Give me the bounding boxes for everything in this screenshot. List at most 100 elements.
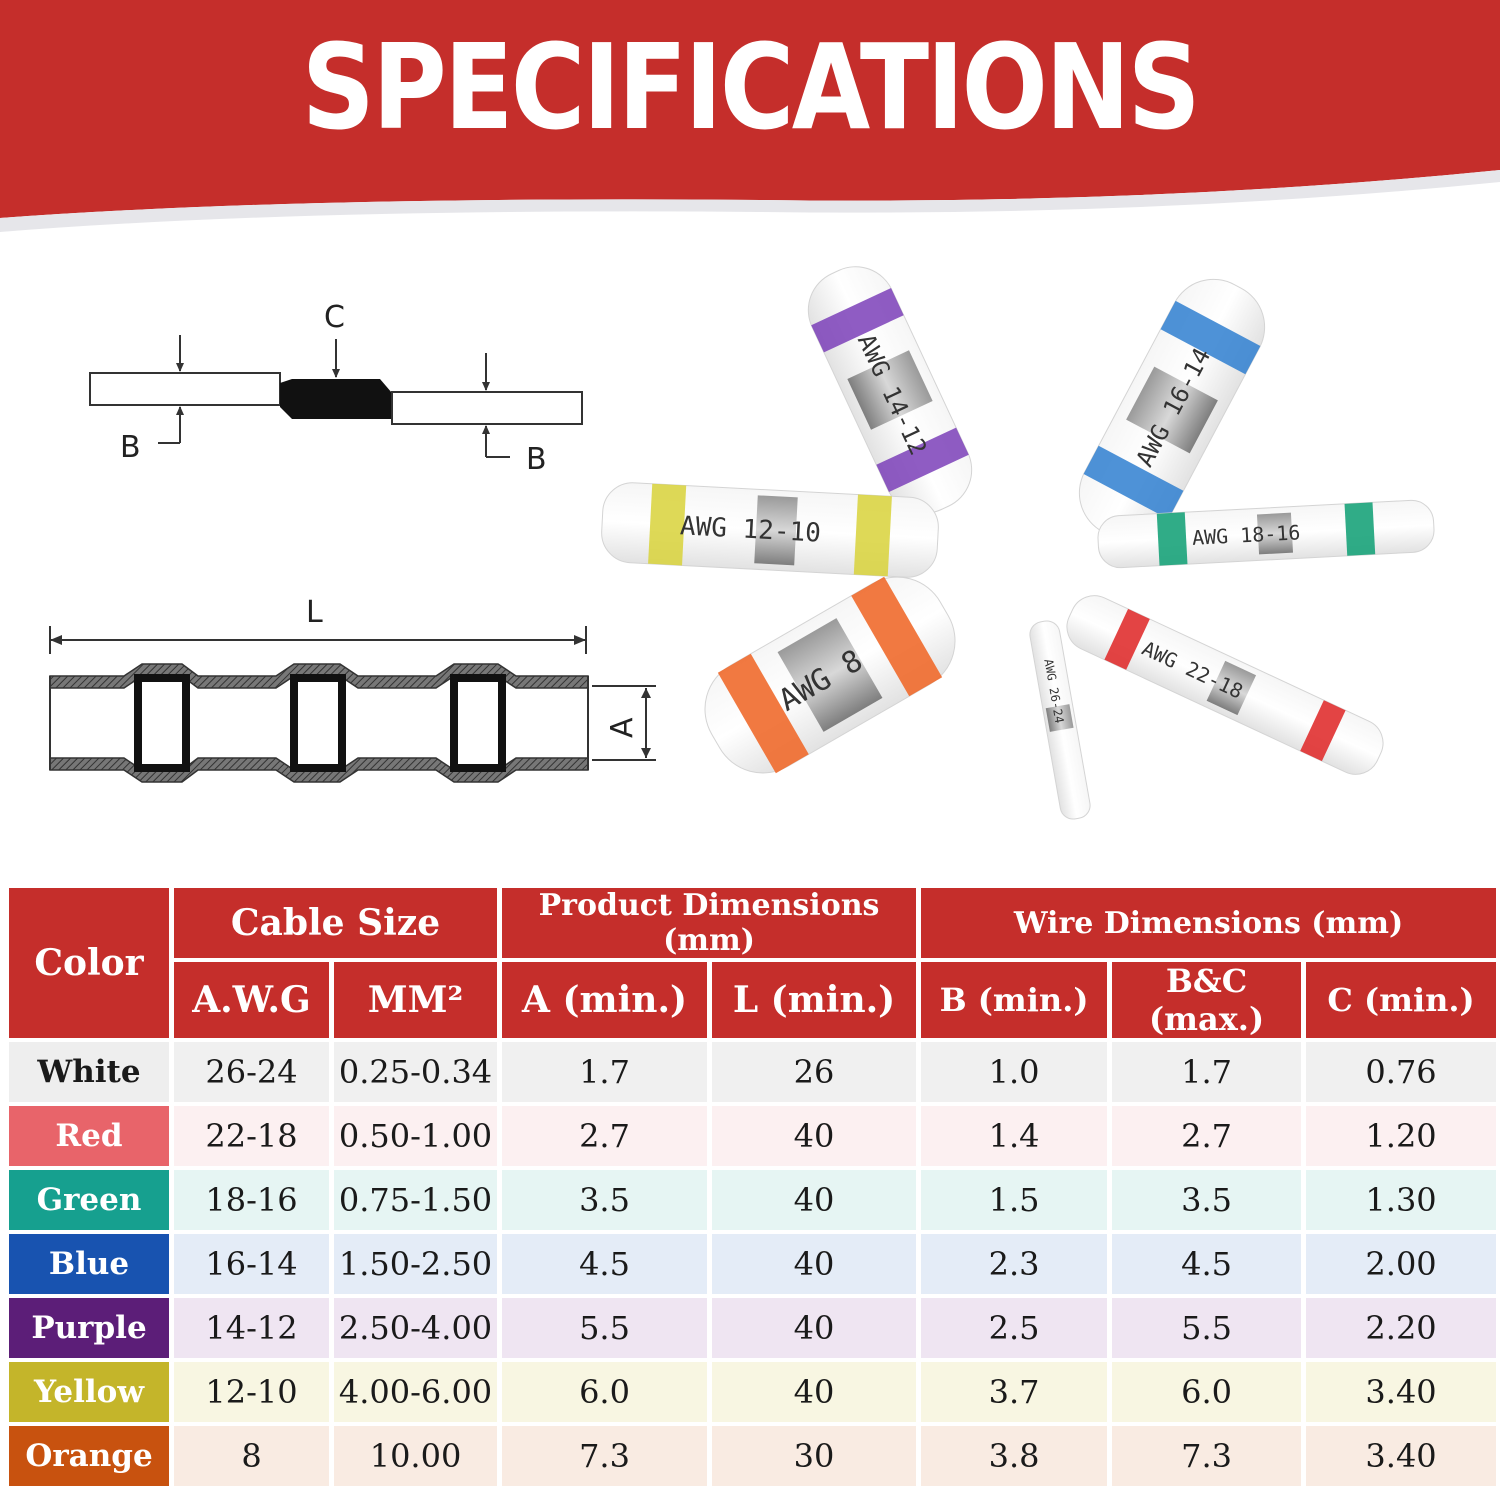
color-name-cell: Green — [9, 1170, 169, 1230]
cell-b: 3.8 — [921, 1426, 1108, 1486]
cell-bc: 1.7 — [1112, 1042, 1302, 1102]
cell-l: 40 — [712, 1106, 917, 1166]
header-wire-dimensions: Wire Dimensions (mm) — [921, 888, 1497, 958]
header-b-min: B (min.) — [921, 962, 1108, 1038]
cell-c: 2.20 — [1306, 1298, 1497, 1358]
header-c-min: C (min.) — [1306, 962, 1497, 1038]
connector-orange: AWG 8 — [704, 576, 956, 774]
header-row-columns: A.W.G MM² A (min.) L (min.) B (min.) B&C… — [9, 962, 1497, 1038]
cell-awg: 16-14 — [174, 1234, 329, 1294]
header-bc-max: B&C (max.) — [1112, 962, 1302, 1038]
color-name-cell: Yellow — [9, 1362, 169, 1422]
cell-mm2: 0.50-1.00 — [334, 1106, 498, 1166]
cell-a: 7.3 — [502, 1426, 708, 1486]
cell-bc: 2.7 — [1112, 1106, 1302, 1166]
header-product-dimensions: Product Dimensions (mm) — [502, 888, 917, 958]
cell-b: 3.7 — [921, 1362, 1108, 1422]
connector-yellow: AWG 12-10 — [601, 482, 939, 578]
svg-text:AWG 18-16: AWG 18-16 — [1191, 520, 1300, 550]
cell-a: 5.5 — [502, 1298, 708, 1358]
header-l-min: L (min.) — [712, 962, 917, 1038]
cell-awg: 14-12 — [174, 1298, 329, 1358]
cell-bc: 3.5 — [1112, 1170, 1302, 1230]
cell-awg: 12-10 — [174, 1362, 329, 1422]
label-l: L — [306, 595, 323, 630]
label-a: A — [605, 717, 640, 738]
cell-l: 40 — [712, 1234, 917, 1294]
color-name-cell: Purple — [9, 1298, 169, 1358]
cell-awg: 18-16 — [174, 1170, 329, 1230]
cell-l: 40 — [712, 1298, 917, 1358]
header-color: Color — [9, 888, 169, 1038]
header-cable-size: Cable Size — [174, 888, 498, 958]
cell-mm2: 1.50-2.50 — [334, 1234, 498, 1294]
cell-l: 26 — [712, 1042, 917, 1102]
connector-green: AWG 18-16 — [1097, 499, 1435, 569]
page-title: SPECIFICATIONS — [301, 18, 1201, 156]
connector-white: AWG 26-24 — [1029, 620, 1091, 820]
header-banner: SPECIFICATIONS — [0, 0, 1500, 240]
cell-l: 40 — [712, 1362, 917, 1422]
cell-bc: 5.5 — [1112, 1298, 1302, 1358]
cell-b: 2.3 — [921, 1234, 1108, 1294]
cell-a: 1.7 — [502, 1042, 708, 1102]
connector-blue: AWG 16-14 — [1078, 278, 1266, 542]
cell-l: 40 — [712, 1170, 917, 1230]
cell-bc: 4.5 — [1112, 1234, 1302, 1294]
cell-mm2: 4.00-6.00 — [334, 1362, 498, 1422]
cell-mm2: 0.75-1.50 — [334, 1170, 498, 1230]
cell-awg: 22-18 — [174, 1106, 329, 1166]
spec-table: Color Cable Size Product Dimensions (mm)… — [4, 884, 1500, 1490]
wire-left — [89, 372, 281, 406]
cell-b: 1.4 — [921, 1106, 1108, 1166]
cell-c: 3.40 — [1306, 1362, 1497, 1422]
label-c: C — [324, 300, 345, 335]
cell-a: 3.5 — [502, 1170, 708, 1230]
header-a-min: A (min.) — [502, 962, 708, 1038]
cell-b: 1.0 — [921, 1042, 1108, 1102]
cell-c: 1.20 — [1306, 1106, 1497, 1166]
crimp-barrel — [280, 379, 392, 419]
cell-c: 1.30 — [1306, 1170, 1497, 1230]
cell-awg: 26-24 — [174, 1042, 329, 1102]
svg-text:AWG 12-10: AWG 12-10 — [679, 511, 821, 548]
cell-mm2: 2.50-4.00 — [334, 1298, 498, 1358]
color-name-cell: Orange — [9, 1426, 169, 1486]
cell-bc: 6.0 — [1112, 1362, 1302, 1422]
label-b-left: B — [120, 430, 141, 465]
color-name-cell: Red — [9, 1106, 169, 1166]
connector-purple: AWG 14-12 — [807, 266, 973, 514]
color-name-cell: White — [9, 1042, 169, 1102]
label-b-right: B — [526, 442, 547, 477]
header-row-groups: Color Cable Size Product Dimensions (mm)… — [9, 888, 1497, 1038]
cell-awg: 8 — [174, 1426, 329, 1486]
cell-bc: 7.3 — [1112, 1426, 1302, 1486]
cell-mm2: 10.00 — [334, 1426, 498, 1486]
cell-c: 0.76 — [1306, 1042, 1497, 1102]
cell-a: 2.7 — [502, 1106, 708, 1166]
product-photo: AWG 14-12 AWG 16-14 AWG 12-10 AWG 18-16 … — [601, 266, 1435, 820]
banner-wave — [0, 170, 1500, 232]
solder-ring-center — [290, 674, 346, 772]
cell-mm2: 0.25-0.34 — [334, 1042, 498, 1102]
cell-c: 2.00 — [1306, 1234, 1497, 1294]
cell-a: 4.5 — [502, 1234, 708, 1294]
cell-b: 1.5 — [921, 1170, 1108, 1230]
header-mm2: MM² — [334, 962, 498, 1038]
cell-c: 3.40 — [1306, 1426, 1497, 1486]
cell-a: 6.0 — [502, 1362, 708, 1422]
solder-ring-right — [450, 674, 506, 772]
header-awg: A.W.G — [174, 962, 329, 1038]
connector-diagram: L A — [49, 595, 656, 783]
color-name-cell: Blue — [9, 1234, 169, 1294]
banner-background — [0, 0, 1500, 218]
wire-right — [391, 391, 583, 425]
